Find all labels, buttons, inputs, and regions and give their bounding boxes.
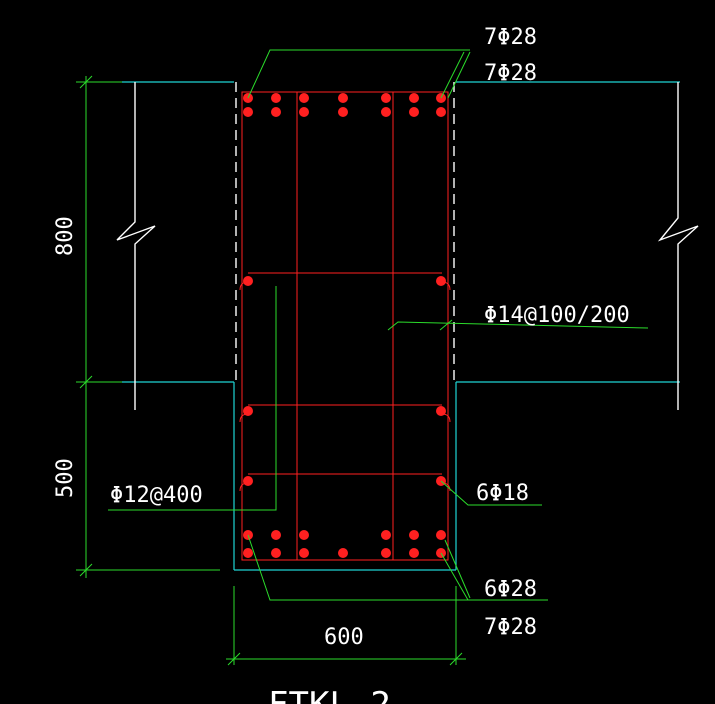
leader-stirrup bbox=[387, 321, 649, 331]
dimension-lines bbox=[76, 75, 466, 666]
break-line-left bbox=[116, 82, 156, 410]
leader-bottom bbox=[247, 534, 548, 601]
top-bar bbox=[299, 107, 309, 117]
rebar-cage bbox=[239, 91, 451, 561]
dim-label-width: 600 bbox=[324, 625, 364, 650]
bottom-bar bbox=[381, 530, 391, 540]
leader-top-row1-b bbox=[440, 51, 465, 99]
stirrup-outer bbox=[241, 91, 449, 561]
label-top-row1: 7Φ28 bbox=[484, 25, 537, 50]
bottom-bar bbox=[271, 530, 281, 540]
top-bar bbox=[381, 107, 391, 117]
top-bar bbox=[409, 93, 419, 103]
leader-side-tie bbox=[108, 286, 277, 511]
bottom-bar bbox=[299, 530, 309, 540]
break-line-right bbox=[657, 82, 699, 410]
rebar-labels: 7Φ28 7Φ28 Φ14@100/200 Φ12@400 6Φ18 6Φ28 … bbox=[110, 25, 630, 640]
top-bar bbox=[243, 107, 253, 117]
label-top-row2: 7Φ28 bbox=[484, 61, 537, 86]
side-bar bbox=[243, 476, 253, 486]
bottom-bar bbox=[243, 548, 253, 558]
dimension-labels: 800 500 600 bbox=[53, 216, 364, 650]
top-bar bbox=[436, 107, 446, 117]
dim-label-slab: 800 bbox=[53, 216, 78, 256]
label-bottom-row2: 7Φ28 bbox=[484, 615, 537, 640]
top-bar bbox=[271, 107, 281, 117]
top-bar bbox=[409, 107, 419, 117]
dim-tick bbox=[79, 75, 93, 89]
top-bar bbox=[299, 93, 309, 103]
bottom-bar bbox=[409, 548, 419, 558]
leader-lines bbox=[108, 49, 649, 601]
side-bar bbox=[436, 276, 446, 286]
leader-side-bars bbox=[440, 480, 542, 506]
bottom-bar bbox=[381, 548, 391, 558]
leader-bottom-c bbox=[444, 539, 471, 599]
concrete-outline bbox=[122, 81, 680, 571]
top-bar bbox=[271, 93, 281, 103]
section-caption: FTKL-2 bbox=[268, 685, 391, 704]
bottom-bar bbox=[299, 548, 309, 558]
leader-stirrup-tick bbox=[439, 319, 453, 331]
label-bottom-row1: 6Φ28 bbox=[484, 577, 537, 602]
leader-top-row2 bbox=[447, 51, 471, 99]
break-lines bbox=[116, 82, 699, 410]
rebar-bars bbox=[243, 93, 446, 558]
label-side-tie: Φ12@400 bbox=[110, 483, 203, 508]
side-bar bbox=[243, 276, 253, 286]
side-bar bbox=[243, 406, 253, 416]
leader-bottom-b bbox=[440, 552, 469, 601]
bottom-bar bbox=[338, 548, 348, 558]
leader-top-row1 bbox=[247, 49, 470, 99]
label-stirrup: Φ14@100/200 bbox=[484, 303, 630, 328]
dim-tick bbox=[79, 563, 93, 577]
bottom-bar bbox=[409, 530, 419, 540]
dim-label-lower: 500 bbox=[53, 458, 78, 498]
top-bar bbox=[338, 107, 348, 117]
top-bar bbox=[338, 93, 348, 103]
dim-tick bbox=[79, 375, 93, 389]
top-bar bbox=[381, 93, 391, 103]
side-bar bbox=[436, 406, 446, 416]
bottom-bar bbox=[436, 530, 446, 540]
bottom-bar bbox=[271, 548, 281, 558]
label-side-bars: 6Φ18 bbox=[476, 481, 529, 506]
beam-hidden-lines bbox=[235, 82, 455, 382]
dim-tick bbox=[449, 652, 463, 666]
dim-tick bbox=[227, 652, 241, 666]
